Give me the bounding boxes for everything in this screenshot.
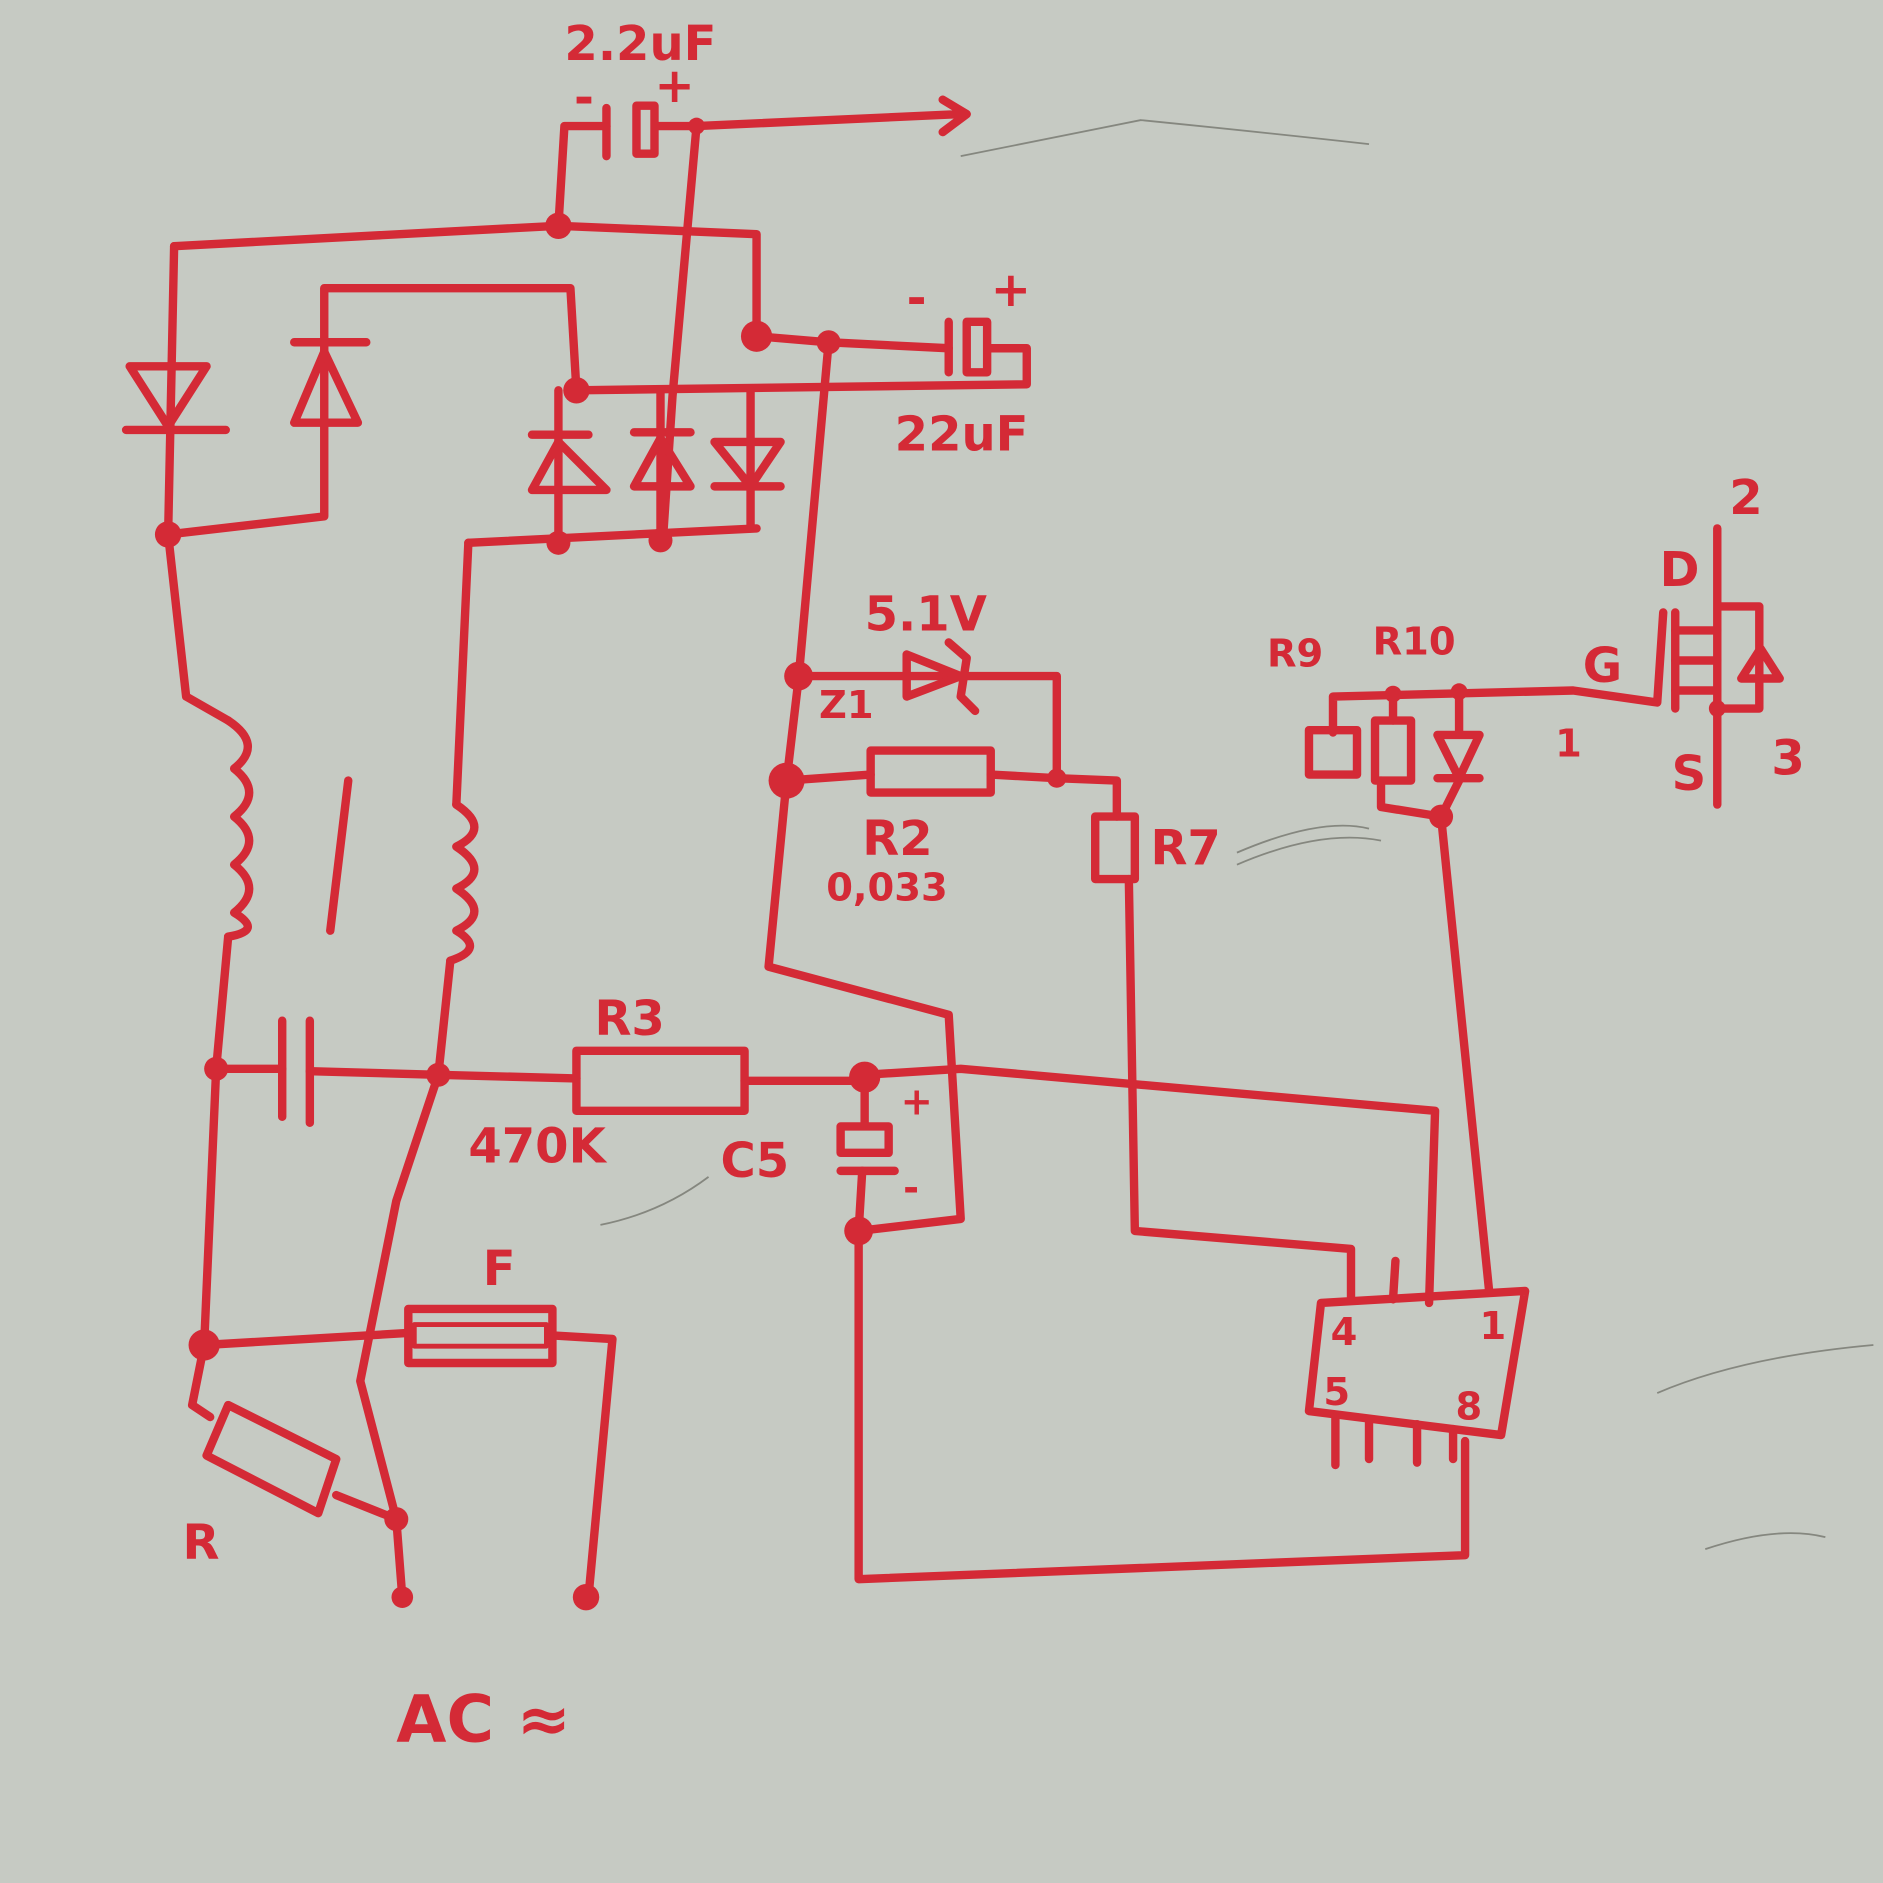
cap-plus: + xyxy=(654,58,694,114)
resistor-r10 xyxy=(1370,716,1416,785)
cap22-label: 22uF xyxy=(895,406,1029,462)
ic-pins xyxy=(1331,1256,1458,1470)
ac-label: AC ≈ xyxy=(396,1682,571,1757)
r2-name: R2 xyxy=(862,811,932,867)
pin-1-label: 1 xyxy=(1555,722,1582,767)
components xyxy=(121,101,1784,1518)
c5-name: C5 xyxy=(721,1133,790,1189)
capacitor-c5 xyxy=(836,1122,899,1176)
diode-left-1 xyxy=(121,362,230,435)
diode-r10 xyxy=(1433,730,1484,783)
r10-name: R10 xyxy=(1373,619,1456,664)
capacitor-22uf xyxy=(944,317,992,377)
pencil-scribbles xyxy=(600,119,1874,1551)
source-label: S xyxy=(1672,746,1707,802)
cap22-plus: + xyxy=(991,262,1031,318)
resistor-r2 xyxy=(866,746,995,797)
r9-name: R9 xyxy=(1267,631,1323,676)
inductor-right xyxy=(446,800,479,965)
ic-body xyxy=(1304,1286,1530,1440)
r3-value: 470K xyxy=(468,1118,607,1174)
resistor-r7 xyxy=(1091,812,1140,884)
ic-pin-5: 5 xyxy=(1323,1370,1350,1415)
gate-label: G xyxy=(1583,638,1622,694)
fuse-f xyxy=(404,1304,557,1368)
c5-minus: - xyxy=(903,1166,919,1211)
diode-bridge-3 xyxy=(710,437,785,491)
resistor-r9 xyxy=(1304,725,1362,779)
diode-bridge-2 xyxy=(629,428,695,491)
cap22-minus: - xyxy=(907,271,927,327)
resistor-r3 xyxy=(572,1046,749,1116)
zener-value: 5.1V xyxy=(865,586,987,642)
ic-pin-8: 8 xyxy=(1455,1384,1482,1429)
c5-plus: + xyxy=(901,1079,933,1124)
diode-bridge-1 xyxy=(527,430,611,495)
cap-minus: - xyxy=(574,70,594,126)
ic-pin-4: 4 xyxy=(1331,1310,1358,1355)
resistor-r-name: R xyxy=(183,1515,220,1571)
labels: 2.2uF - + - + 22uF 5.1V Z1 R2 0,033 R7 R… xyxy=(183,16,1805,1757)
fuse-inner xyxy=(411,1322,549,1349)
r3-name: R3 xyxy=(594,991,664,1047)
inductor-left xyxy=(223,716,254,941)
cap-2-2uf-label: 2.2uF xyxy=(564,16,716,72)
zener-name: Z1 xyxy=(819,683,874,728)
fuse-name: F xyxy=(483,1241,516,1297)
pin-3-label: 3 xyxy=(1771,731,1804,787)
r2-value: 0,033 xyxy=(826,866,947,911)
diode-left-2 xyxy=(290,338,371,427)
zener-z1 xyxy=(902,638,980,716)
r7-name: R7 xyxy=(1150,821,1220,877)
drain-label: D xyxy=(1660,542,1700,598)
pin-2-label: 2 xyxy=(1729,470,1762,526)
capacitor-x xyxy=(278,1016,315,1128)
capacitor-2-2uf xyxy=(602,101,659,161)
junction-dots xyxy=(154,117,1726,1611)
resistor-r xyxy=(202,1400,341,1518)
mosfet xyxy=(1671,626,1784,695)
iron-core xyxy=(326,776,353,935)
ic-pin-1: 1 xyxy=(1480,1304,1507,1349)
